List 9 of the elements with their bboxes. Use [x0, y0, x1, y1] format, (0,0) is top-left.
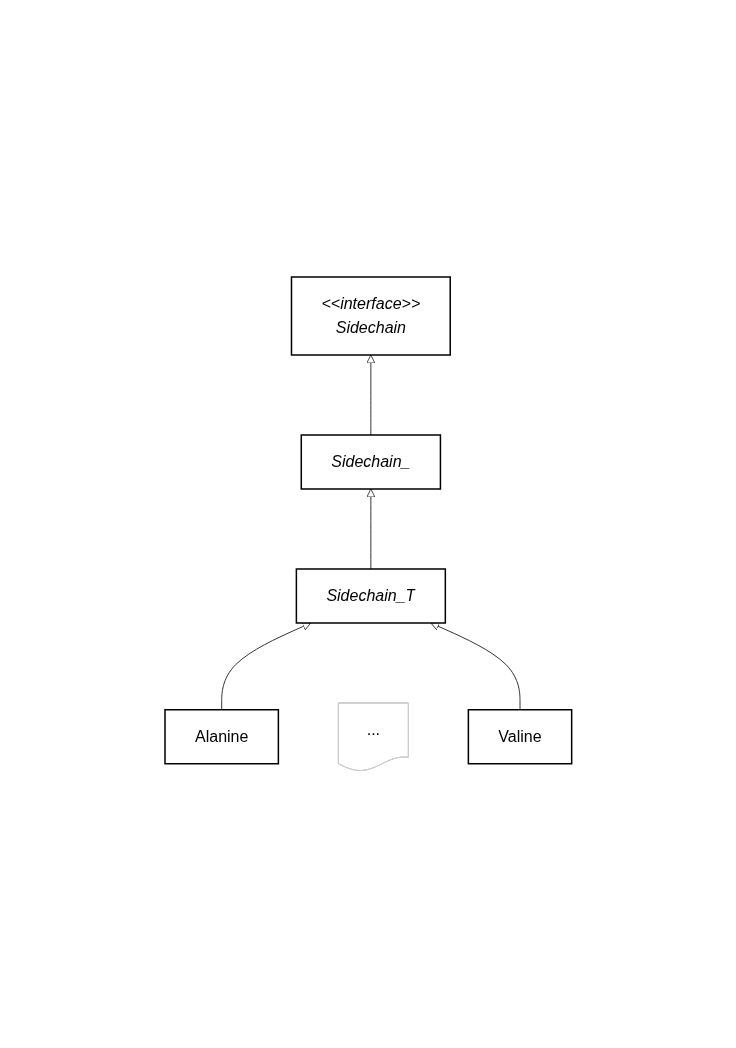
arrow [220, 622, 311, 711]
node-box: Valine [467, 709, 573, 765]
arrow [366, 488, 375, 570]
node-box: Alanine [163, 709, 279, 765]
node-box: Sidechain_ [300, 434, 441, 490]
arrow [430, 622, 521, 711]
node-box: Sidechain_T [295, 568, 446, 624]
arrow [366, 354, 375, 436]
node-box: <<interface>> Sidechain [290, 276, 451, 356]
